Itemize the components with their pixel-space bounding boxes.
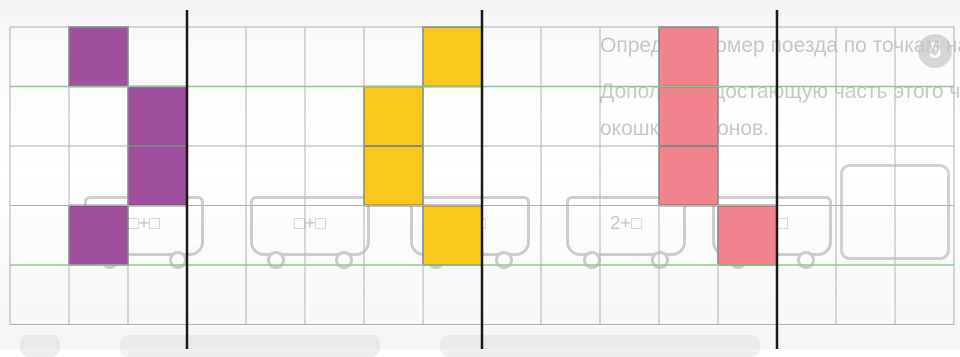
yellow-cell	[364, 87, 423, 147]
pink-cell	[718, 206, 777, 266]
purple-cell	[128, 146, 187, 206]
purple-cell	[128, 87, 187, 147]
pink-cell	[659, 27, 718, 87]
pink-cell	[659, 87, 718, 147]
pink-cell	[659, 146, 718, 206]
coloring-grid	[0, 0, 960, 349]
purple-cell	[69, 206, 128, 266]
workbook-page: 5 Определи номер поезда по точкам на пар…	[0, 0, 960, 349]
purple-cell	[69, 27, 128, 87]
yellow-cell	[364, 146, 423, 206]
yellow-cell	[423, 27, 482, 87]
yellow-cell	[423, 206, 482, 266]
